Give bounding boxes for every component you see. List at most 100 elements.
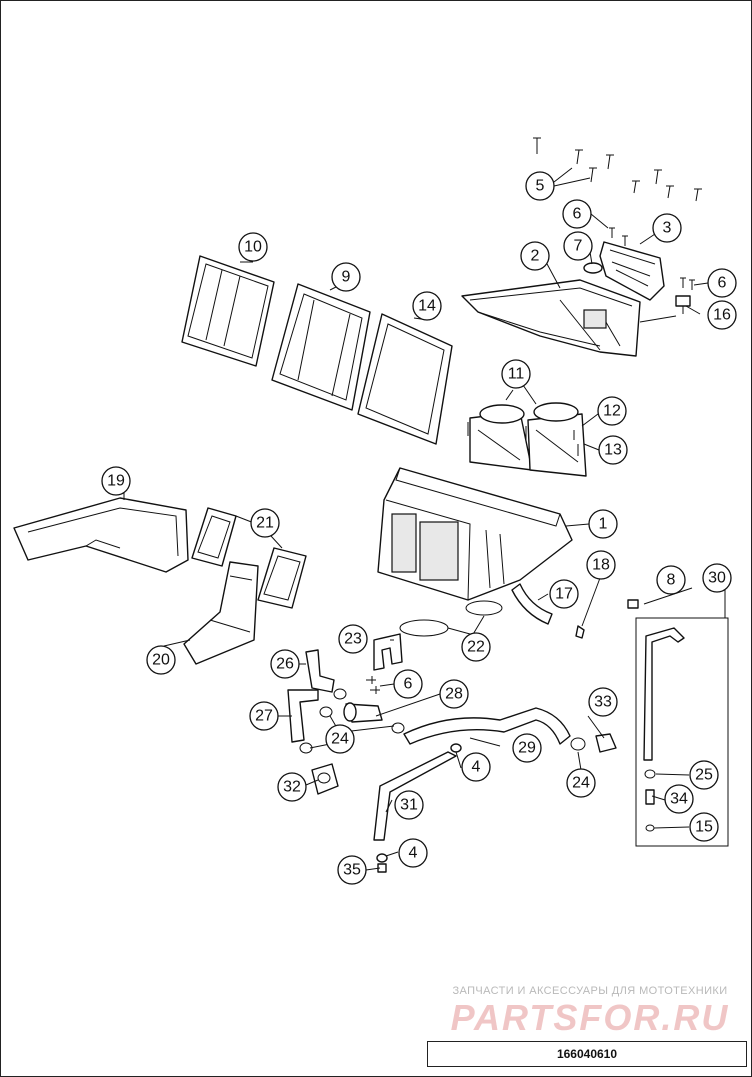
svg-text:28: 28 [445, 686, 463, 703]
svg-text:24: 24 [331, 731, 349, 748]
intake-duct-part-20 [183, 561, 259, 665]
callout-22: 22 [461, 632, 491, 662]
svg-text:6: 6 [573, 206, 582, 223]
gaskets-part-21 [191, 507, 307, 609]
svg-text:26: 26 [276, 656, 294, 673]
svg-text:11: 11 [508, 366, 525, 383]
svg-text:13: 13 [604, 442, 622, 459]
cover-part-3 [599, 241, 665, 301]
watermark-tagline: ЗАПЧАСТИ И АКСЕССУАРЫ ДЛЯ МОТОТЕХНИКИ [452, 985, 728, 997]
filter-frame-part-14 [357, 313, 453, 445]
svg-text:1: 1 [599, 516, 608, 533]
valve-part-33 [595, 733, 617, 753]
hose-part-17 [511, 583, 553, 625]
svg-text:6: 6 [718, 275, 727, 292]
svg-text:17: 17 [555, 586, 573, 603]
callout-24-left: 24 [325, 724, 355, 754]
callout-29: 29 [512, 733, 542, 763]
svg-text:21: 21 [256, 515, 274, 532]
screws-6 [609, 227, 695, 290]
svg-text:35: 35 [343, 862, 361, 879]
screws-6-lower [366, 676, 380, 694]
callout-15: 15 [689, 812, 719, 842]
hose-part-27 [287, 689, 319, 743]
callout-3: 3 [652, 213, 682, 243]
callout-31: 31 [394, 790, 424, 820]
callout-35: 35 [337, 855, 367, 885]
callout-8: 8 [656, 565, 686, 595]
callout-27: 27 [249, 701, 279, 731]
callout-12: 12 [597, 396, 627, 426]
airbox-part-1 [377, 467, 573, 601]
callout-5: 5 [525, 171, 555, 201]
svg-text:30: 30 [708, 570, 726, 587]
callout-32: 32 [277, 772, 307, 802]
svg-text:25: 25 [695, 767, 713, 784]
filter-cage-part-9 [271, 283, 371, 411]
svg-text:16: 16 [713, 307, 731, 324]
svg-text:10: 10 [244, 239, 262, 256]
callout-6-right: 6 [707, 268, 737, 298]
hose-part-31 [373, 751, 457, 841]
svg-text:5: 5 [536, 178, 545, 195]
svg-text:4: 4 [409, 845, 418, 862]
svg-text:18: 18 [592, 557, 610, 574]
reference-number: 166040610 [556, 1047, 618, 1061]
callout-18: 18 [586, 550, 616, 580]
svg-text:20: 20 [152, 652, 170, 669]
svg-text:4: 4 [472, 759, 481, 776]
svg-text:31: 31 [400, 797, 418, 814]
svg-text:34: 34 [670, 791, 688, 808]
svg-text:24: 24 [572, 775, 590, 792]
callout-28: 28 [439, 679, 469, 709]
svg-text:9: 9 [342, 269, 351, 286]
svg-text:12: 12 [603, 403, 621, 420]
callout-13: 13 [598, 435, 628, 465]
sensor-part-16 [639, 295, 691, 323]
reference-number-box: 166040610 [427, 1041, 747, 1067]
svg-text:27: 27 [255, 708, 273, 725]
screws-12-13 [467, 422, 579, 456]
callout-1: 1 [588, 509, 618, 539]
callout-4-lower: 4 [398, 838, 428, 868]
callout-30: 30 [702, 563, 732, 593]
svg-text:2: 2 [531, 248, 540, 265]
valve-part-28 [343, 702, 383, 723]
callout-17: 17 [549, 579, 579, 609]
callout-19: 19 [101, 466, 131, 496]
svg-text:23: 23 [344, 631, 362, 648]
svg-text:22: 22 [467, 639, 485, 656]
seals-part-22 [399, 600, 503, 637]
callout-25: 25 [689, 760, 719, 790]
bracket-part-23 [373, 633, 403, 671]
callout-10: 10 [238, 232, 268, 262]
air-filter-part-10 [181, 255, 275, 367]
valve-part-32 [311, 763, 339, 795]
svg-text:7: 7 [574, 238, 583, 255]
svg-text:15: 15 [695, 819, 713, 836]
hose-part-29 [403, 707, 571, 745]
callout-4-upper: 4 [461, 752, 491, 782]
callout-21: 21 [250, 508, 280, 538]
svg-text:8: 8 [667, 572, 676, 589]
callout-11: 11 [501, 359, 531, 389]
svg-text:32: 32 [283, 779, 301, 796]
clip-part-18 [575, 625, 585, 639]
svg-text:33: 33 [594, 694, 612, 711]
callout-33: 33 [588, 687, 618, 717]
callout-16: 16 [707, 300, 737, 330]
callout-23: 23 [338, 624, 368, 654]
callout-6-top: 6 [562, 199, 592, 229]
callout-14: 14 [412, 291, 442, 321]
svg-text:6: 6 [404, 676, 413, 693]
svg-text:3: 3 [663, 220, 672, 237]
airbox-cover-part-2 [461, 279, 641, 357]
intake-funnels-part-11 [469, 402, 587, 477]
callout-9: 9 [331, 262, 361, 292]
intake-duct-part-19 [13, 497, 189, 573]
callout-6-lower: 6 [393, 669, 423, 699]
connector-part-8 [627, 599, 639, 609]
svg-text:14: 14 [418, 298, 436, 315]
kit-part-30 [635, 617, 729, 847]
